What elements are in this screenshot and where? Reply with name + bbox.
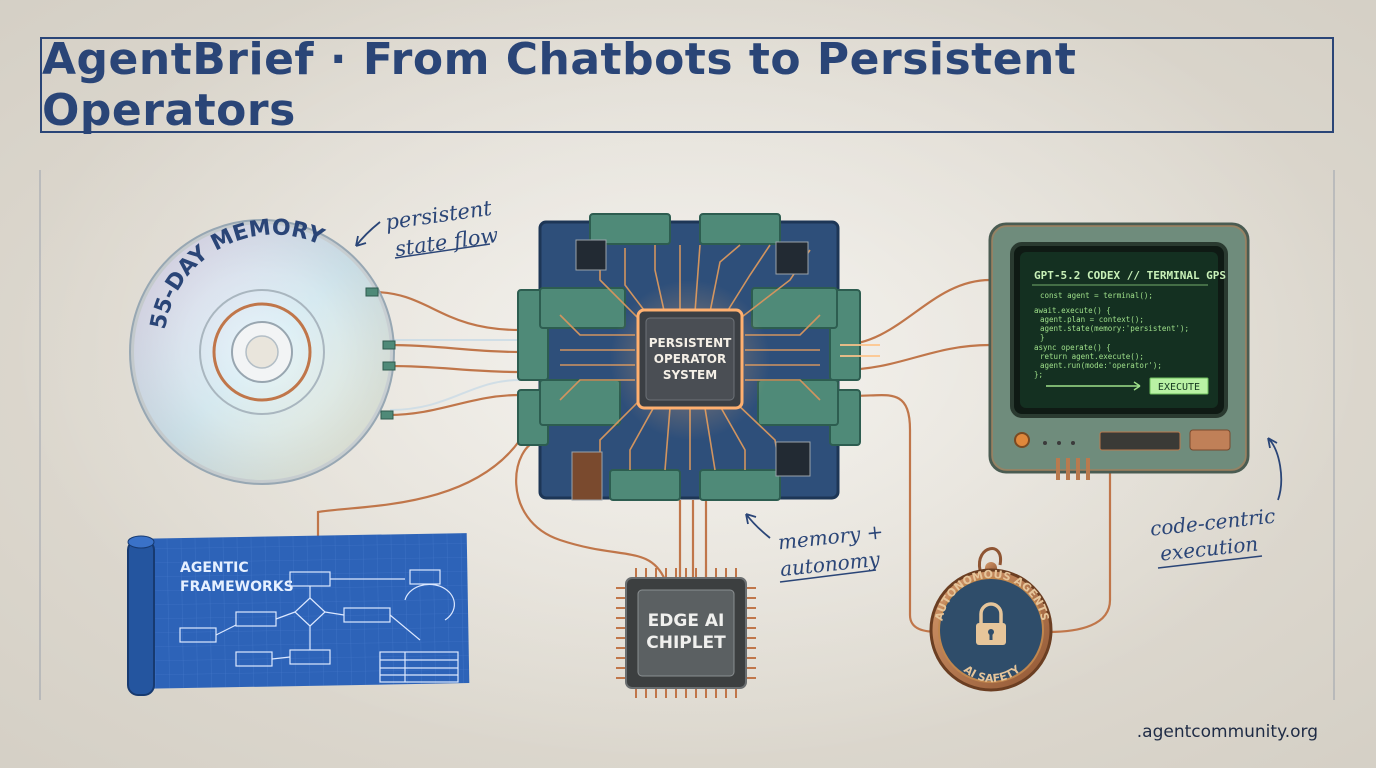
terminal-code: const agent = terminal(); await.execute(… <box>1034 291 1189 379</box>
code-line: async operate() { <box>1034 343 1111 352</box>
retro-terminal: GPT-5.2 CODEX // TERMINAL GPS const agen… <box>988 222 1250 480</box>
edge-chip-line2: CHIPLET <box>646 633 726 653</box>
page-title: AgentBrief · From Chatbots to Persistent… <box>42 34 1077 136</box>
annotation-state-flow: persistent state flow <box>355 196 500 261</box>
annotation-memory-autonomy: memory + autonomy <box>745 513 884 583</box>
board-edge-blocks <box>517 213 861 501</box>
arrow-icon <box>745 513 771 539</box>
frame-lines <box>39 170 1335 700</box>
edge-chip-line1: EDGE AI <box>648 611 725 631</box>
title-banner: AgentBrief · From Chatbots to Persistent… <box>40 34 1334 136</box>
safety-badge: AUTONOMOUS AGENTS AI SAFETY <box>929 547 1053 692</box>
edge-chiplet: EDGE AI CHIPLET <box>616 568 756 698</box>
execute-label: EXECUTE <box>1158 382 1200 393</box>
execute-button[interactable]: EXECUTE <box>1149 377 1209 395</box>
code-line: } <box>1040 333 1045 342</box>
blueprint-scroll: AGENTIC FRAMEWORKS <box>127 533 470 696</box>
disc-connectors <box>365 287 396 420</box>
footer-url[interactable]: .agentcommunity.org <box>1136 722 1318 742</box>
core-chip-line3: SYSTEM <box>663 368 717 382</box>
copper-wires <box>316 278 1112 634</box>
lock-icon <box>976 602 1006 645</box>
code-line: await.execute() { <box>1034 306 1111 315</box>
arrow-icon <box>355 221 381 247</box>
operator-board: PERSISTENT OPERATOR SYSTEM <box>517 213 880 501</box>
blueprint-title-line2: FRAMEWORKS <box>180 579 294 595</box>
terminal-header: GPT-5.2 CODEX // TERMINAL GPS <box>1034 269 1226 282</box>
memory-disc: 55-DAY MEMORY <box>129 215 396 485</box>
core-chip-line2: OPERATOR <box>654 352 726 366</box>
core-chip-line1: PERSISTENT <box>649 336 732 350</box>
core-chip: PERSISTENT OPERATOR SYSTEM <box>636 308 744 410</box>
power-knob <box>1014 432 1030 448</box>
code-line: }; <box>1034 370 1043 379</box>
blueprint-flowchart <box>179 569 459 683</box>
arrow-icon <box>1267 437 1283 501</box>
code-line: agent.run(mode:'operator'); <box>1040 361 1162 370</box>
code-line: const agent = terminal(); <box>1040 291 1153 300</box>
light-wires <box>389 339 521 411</box>
code-line: agent.state(memory:'persistent'); <box>1040 324 1189 333</box>
code-line: return agent.execute(); <box>1040 352 1144 361</box>
code-line: agent.plan = context(); <box>1040 315 1144 324</box>
blueprint-title-line1: AGENTIC <box>180 560 249 576</box>
board-small-chips <box>571 239 811 501</box>
